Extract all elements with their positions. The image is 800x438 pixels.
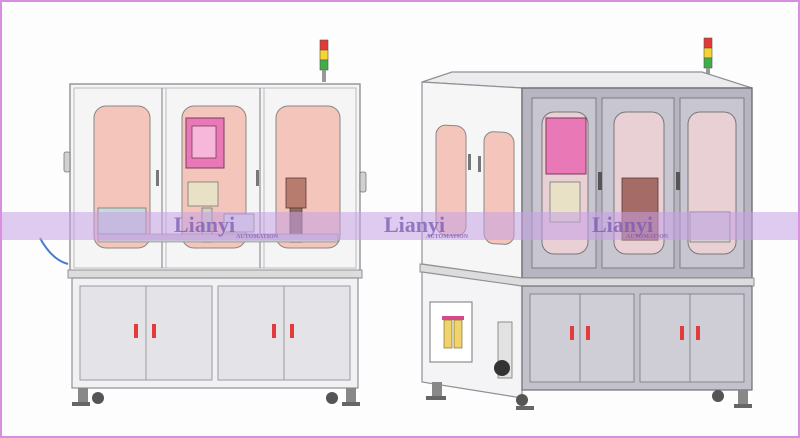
watermark-brand-1: Lianyi xyxy=(174,212,235,237)
left-signal-tower xyxy=(319,39,329,82)
watermark-sub-2: AUTOMATION xyxy=(426,234,469,240)
right-signal-tower xyxy=(703,37,713,78)
watermark-band: Lianyi AUTOMATION Lianyi AUTOMATION Lian… xyxy=(2,212,798,240)
watermark-brand-2: Lianyi xyxy=(384,212,445,237)
watermark-brand-3: Lianyi xyxy=(592,212,653,237)
watermark-sub-1: AUTOMATION xyxy=(236,234,279,240)
watermark-sub-3: AUTOMATION xyxy=(626,234,669,240)
